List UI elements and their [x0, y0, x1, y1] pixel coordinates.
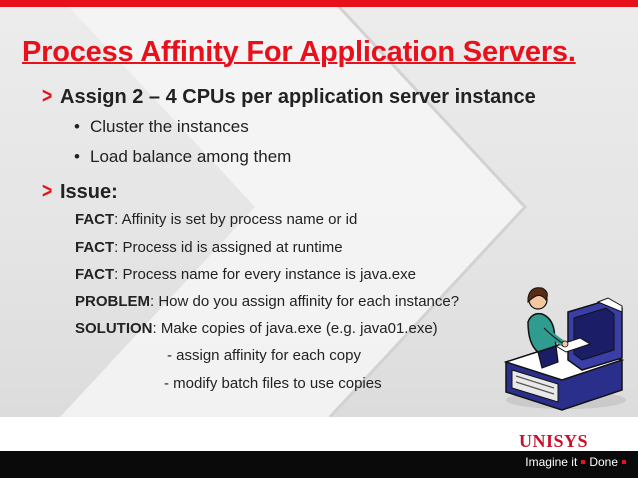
solution-step-2: - modify batch files to use copies	[164, 375, 382, 392]
sub-bullet-cluster: • Cluster the instances	[74, 117, 249, 137]
tagline-part-2: Done	[589, 455, 618, 469]
footer-area	[0, 417, 638, 451]
line-text: : Process id is assigned at runtime	[114, 239, 343, 256]
slide-background	[0, 7, 638, 417]
unisys-logo: UNISYS	[518, 431, 588, 451]
top-accent-bar	[0, 0, 638, 7]
office-worker-computer-clipart	[503, 287, 626, 411]
fact-line-1: FACT: Affinity is set by process name or…	[75, 211, 357, 228]
line-label: FACT	[75, 266, 115, 283]
problem-line: PROBLEM: How do you assign affinity for …	[75, 293, 459, 310]
line-label: FACT	[75, 239, 115, 256]
line-text: : How do you assign affinity for each in…	[150, 293, 460, 310]
line-text: : Process name for every instance is jav…	[114, 266, 416, 283]
line-text: : Affinity is set by process name or id	[114, 211, 358, 228]
bullet-arrow-icon: >	[42, 83, 53, 108]
bullet-arrow-icon: >	[42, 178, 53, 203]
tagline: Imagine it Done	[525, 455, 630, 469]
separator-square-icon	[581, 459, 586, 464]
bullet-dot-icon: •	[74, 147, 80, 166]
separator-square-icon	[622, 459, 626, 464]
fact-line-3: FACT: Process name for every instance is…	[75, 266, 416, 283]
fact-line-2: FACT: Process id is assigned at runtime	[75, 239, 343, 256]
chevron-arrow-icon	[60, 7, 528, 417]
bullet-assign-cpus: > Assign 2 – 4 CPUs per application serve…	[40, 83, 536, 109]
sub-bullet-text: Cluster the instances	[90, 117, 249, 136]
bullet-text: Assign 2 – 4 CPUs per application server…	[60, 86, 536, 108]
solution-step-1: - assign affinity for each copy	[167, 347, 361, 364]
bullet-text: Issue:	[60, 181, 118, 203]
bullet-issue: > Issue:	[40, 178, 118, 204]
line-label: FACT	[75, 211, 115, 228]
solution-line: SOLUTION: Make copies of java.exe (e.g. …	[75, 320, 438, 337]
bottom-bar	[0, 451, 638, 478]
line-label: SOLUTION	[75, 320, 153, 337]
sub-bullet-text: Load balance among them	[90, 147, 292, 166]
tagline-part-1: Imagine it	[525, 455, 578, 469]
sub-bullet-load-balance: • Load balance among them	[74, 147, 291, 167]
line-text: : Make copies of java.exe (e.g. java01.e…	[152, 320, 438, 337]
line-label: PROBLEM	[75, 293, 150, 310]
slide-title: Process Affinity For Application Servers…	[22, 36, 576, 68]
bullet-dot-icon: •	[74, 117, 80, 136]
